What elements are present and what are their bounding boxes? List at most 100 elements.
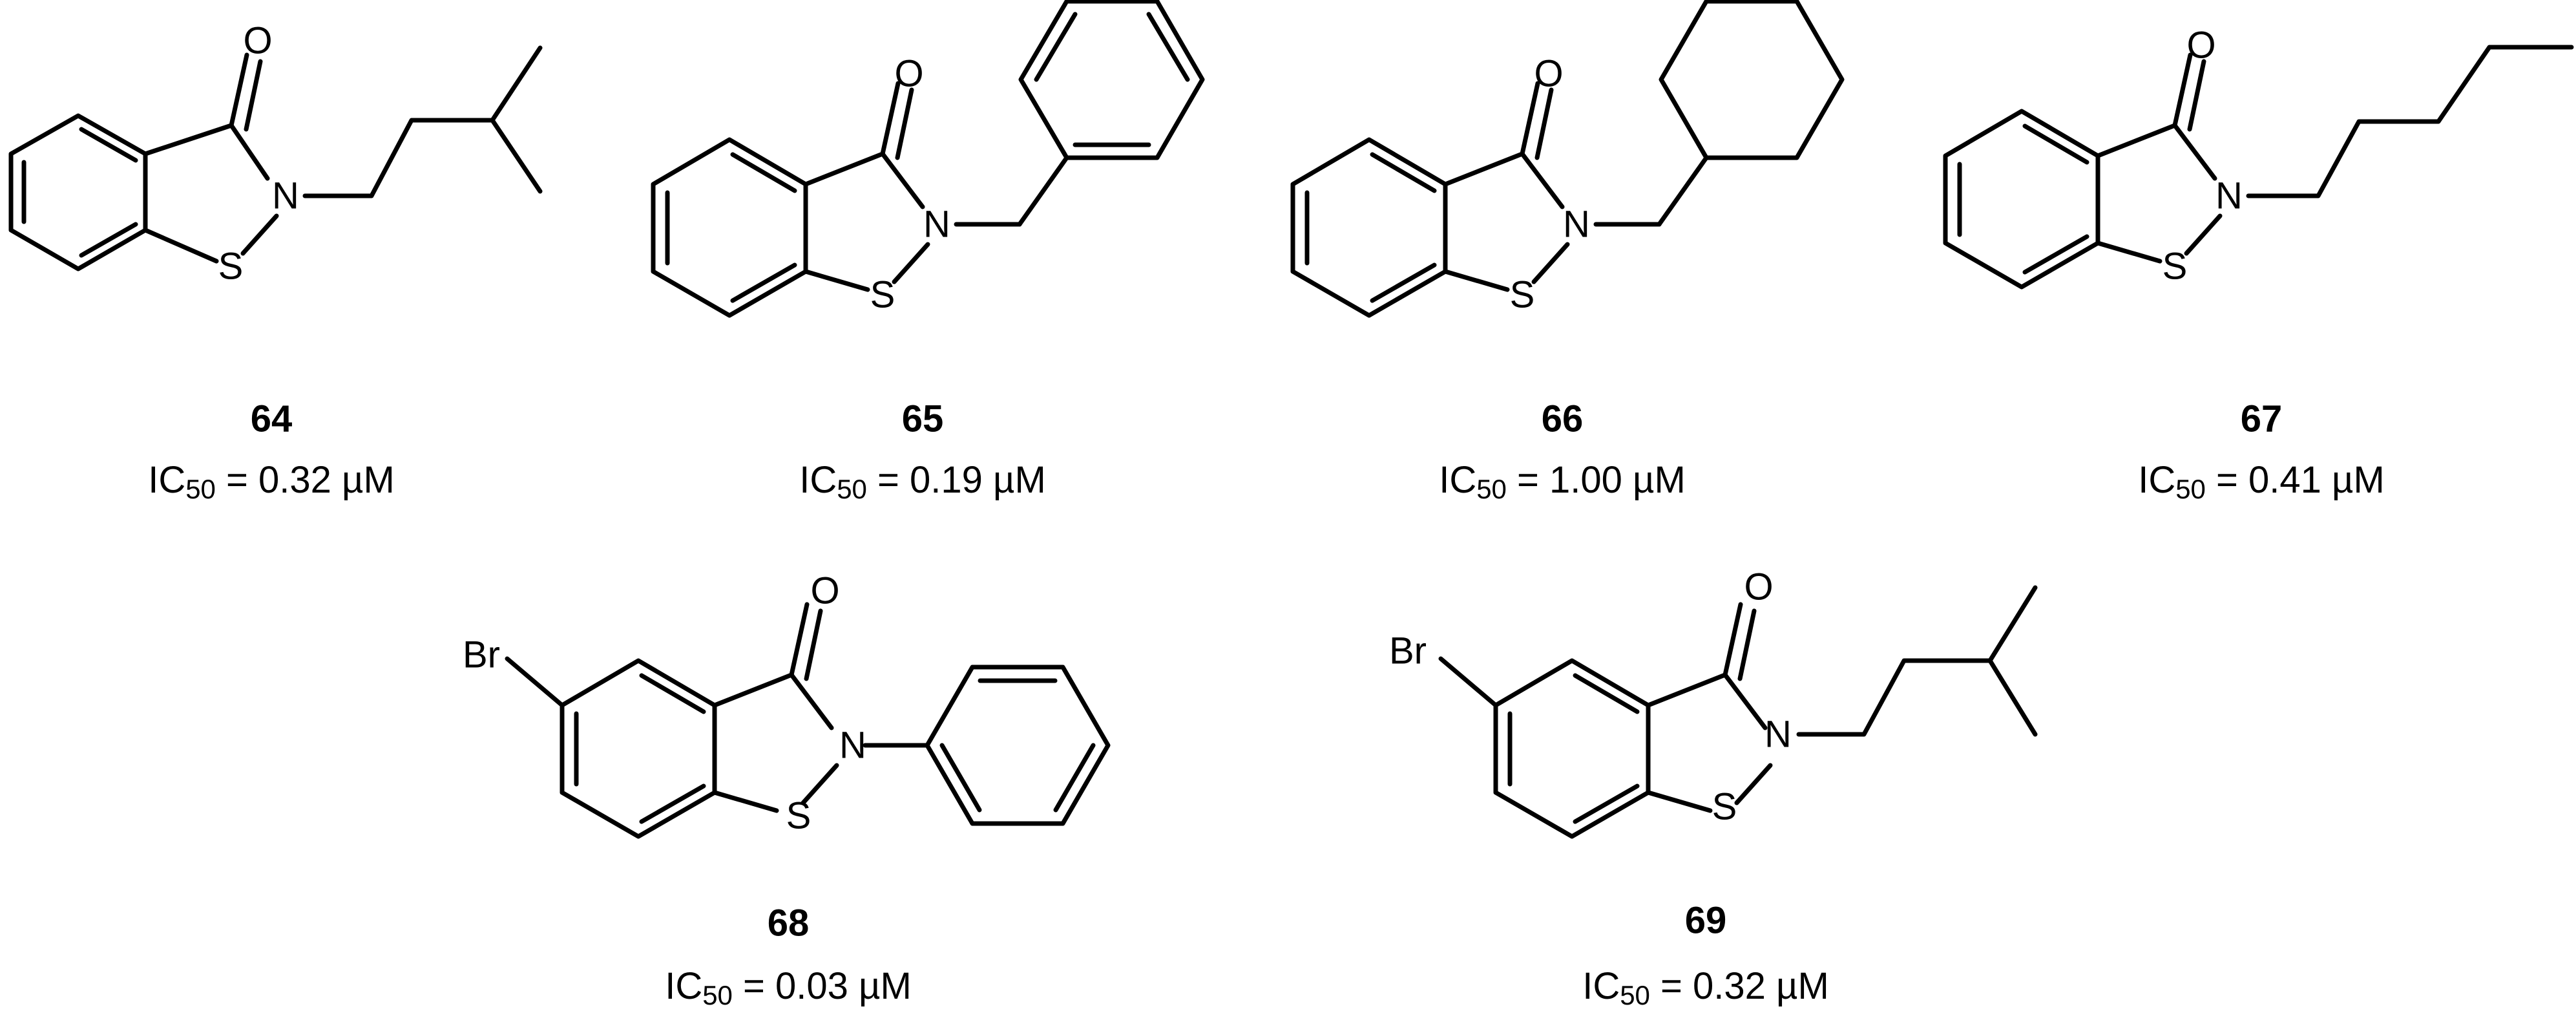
aromatic-double-bond: [2022, 234, 2089, 275]
ring-bond: [1646, 672, 1728, 708]
aromatic-double-bond: [1370, 152, 1437, 193]
oxygen-label: O: [894, 53, 923, 95]
nitrogen-label: N: [839, 725, 866, 767]
sulfur-label: S: [2162, 246, 2188, 288]
phenyl-ring-65: [1018, 0, 1205, 160]
ring-bond: [880, 151, 925, 209]
ring-bond: [1646, 790, 1713, 813]
sulfur-label: S: [1712, 786, 1737, 828]
aromatic-double-bond: [1370, 262, 1437, 303]
ic50-value: IC50 = 0.41 µM: [2138, 459, 2385, 504]
benzene-ring-bond: [1018, 0, 1205, 160]
compound-number: 65: [902, 398, 944, 440]
compound-number: 64: [251, 398, 293, 440]
cyclohexyl-ring: [1659, 0, 1845, 160]
benzene-ring-bond: [1290, 137, 1448, 318]
ring-bond: [143, 228, 219, 264]
bromine-label: Br: [463, 634, 500, 676]
benzene-ring-bond: [8, 113, 148, 271]
compound-65: O N S 65 IC50 = 0.19 µM: [651, 0, 1205, 504]
ring-bond: [789, 672, 834, 730]
compound-68: O N S Br 68 IC50 = 0.03 µM: [463, 570, 1111, 1010]
compound-66: O N S 66 IC50 = 1.00 µM: [1290, 0, 1845, 504]
side-chain-bond: [490, 45, 543, 123]
nitrogen-label: N: [272, 175, 299, 217]
oxygen-label: O: [810, 570, 839, 612]
aromatic-double-bond: [1146, 12, 1190, 82]
ring-bond: [892, 242, 930, 284]
carbonyl-bond: [1534, 87, 1554, 160]
compound-number: 67: [2241, 398, 2283, 440]
nitrogen-label: N: [1563, 204, 1590, 246]
aromatic-double-bond: [79, 127, 138, 163]
sulfur-label: S: [1510, 274, 1535, 316]
ring-bond: [1734, 763, 1773, 805]
compound-number: 66: [1542, 398, 1584, 440]
carbonyl-bond: [2172, 52, 2193, 128]
benzene-ring-bond: [925, 665, 1111, 826]
ring-bond: [2172, 123, 2217, 181]
ic50-value: IC50 = 0.32 µM: [148, 459, 395, 504]
aromatic-double-bond: [1053, 743, 1096, 813]
structure-65: [651, 81, 1069, 318]
benzene-ring-bond: [651, 137, 808, 318]
ic50-value: IC50 = 0.03 µM: [665, 965, 912, 1010]
ring-bond: [2184, 213, 2223, 256]
nitrogen-label: N: [1764, 714, 1792, 756]
aromatic-double-bond: [1034, 12, 1078, 82]
structure-66: [1290, 81, 1709, 318]
oxygen-label: O: [243, 20, 272, 62]
benzene-ring-bond: [1943, 109, 2100, 290]
aromatic-double-bond: [1573, 673, 1640, 714]
side-chain-bond: [1987, 585, 2038, 663]
benzene-ring-bond: [1493, 658, 1651, 839]
oxygen-label: O: [1534, 53, 1563, 95]
aromatic-double-bond: [939, 743, 982, 813]
carbonyl-bond: [1723, 602, 1743, 677]
ic50-value: IC50 = 0.19 µM: [799, 459, 1046, 504]
aromatic-double-bond: [2022, 123, 2089, 165]
carbonyl-bond: [804, 608, 823, 681]
ring-bond: [1531, 242, 1570, 284]
ring-bond: [1723, 672, 1768, 730]
ring-bond: [2095, 240, 2162, 264]
aromatic-double-bond: [639, 783, 706, 824]
nitrogen-label: N: [2215, 175, 2243, 217]
carbonyl-bond: [229, 52, 249, 128]
carbonyl-bond: [2187, 59, 2206, 132]
ring-bond: [229, 123, 270, 181]
carbonyl-bond: [1737, 608, 1757, 681]
side-chain-bond: [1796, 658, 2038, 737]
ic50-value: IC50 = 0.32 µM: [1582, 965, 1829, 1010]
ring-bond: [712, 790, 779, 813]
nitrogen-label: N: [923, 204, 950, 246]
carbonyl-bond: [244, 59, 263, 132]
benzene-ring-bond: [560, 658, 717, 839]
compound-64: O N S 64 IC50 = 0.32 µM: [8, 20, 543, 504]
aromatic-double-bond: [730, 152, 797, 193]
structure-69: [1438, 585, 2038, 839]
sulfur-label: S: [786, 795, 812, 837]
aromatic-double-bond: [639, 673, 706, 714]
compound-67: O N S 67 IC50 = 0.41 µM: [1943, 25, 2574, 504]
structure-68: [505, 602, 1111, 839]
carbonyl-bond: [880, 81, 901, 156]
sulfur-label: S: [218, 246, 244, 288]
ring-bond: [801, 763, 839, 805]
carbonyl-bond: [1520, 81, 1540, 156]
aromatic-double-bond: [1573, 783, 1640, 824]
ring-bond: [712, 672, 794, 708]
compound-69: O N S Br 69 IC50 = 0.32 µM: [1389, 566, 2038, 1010]
compound-number: 69: [1685, 900, 1727, 942]
ring-bond: [803, 151, 885, 187]
bromine-label: Br: [1389, 630, 1427, 672]
structure-64: O N S: [8, 20, 543, 288]
ring-bond: [2095, 123, 2177, 158]
oxygen-label: O: [2186, 25, 2215, 67]
aromatic-double-bond: [730, 262, 797, 303]
carbonyl-bond: [789, 602, 810, 677]
ring-bond: [1520, 151, 1565, 209]
bromo-bond: [1438, 656, 1498, 708]
ring-bond: [1443, 151, 1525, 187]
